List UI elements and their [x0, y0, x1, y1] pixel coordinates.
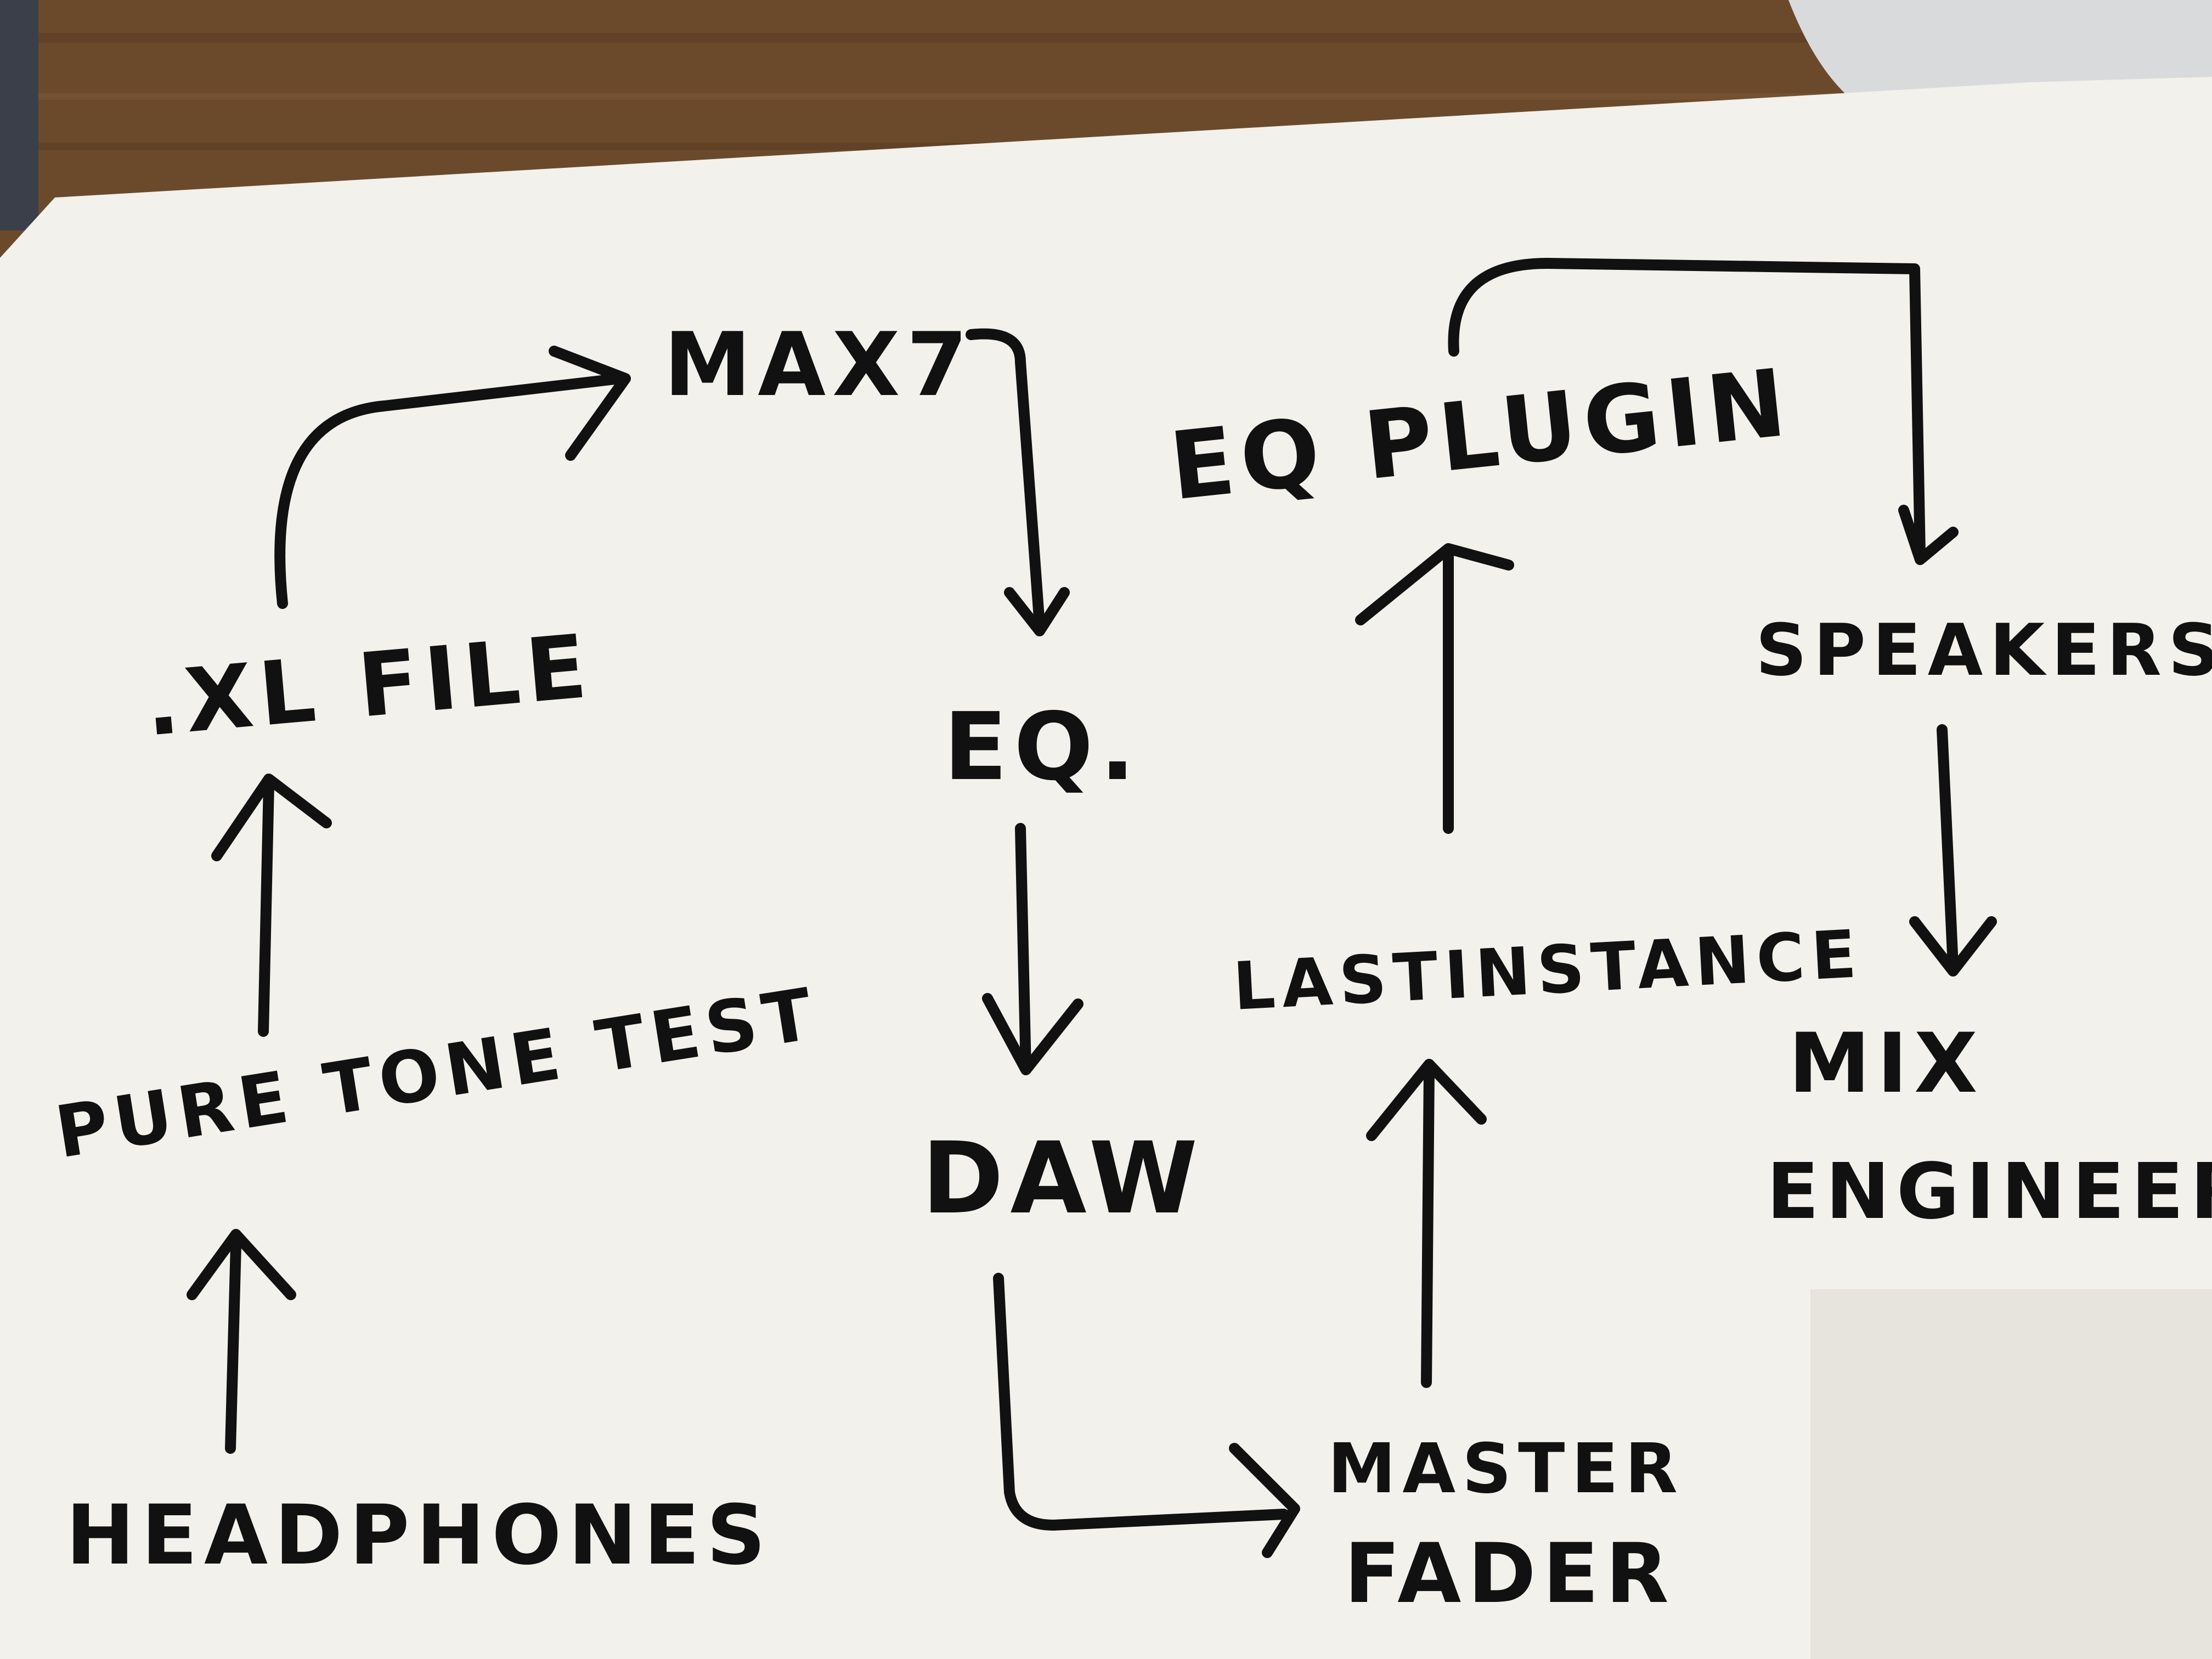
arrow-headphones-to-puretone	[187, 1229, 296, 1454]
table-grain-1	[0, 33, 2212, 43]
arrow-xlfile-to-max7	[274, 346, 631, 609]
node-speakers: SPEAKERS	[1756, 608, 2212, 692]
node-max7: MAX7	[664, 313, 974, 416]
node-daw: DAW	[922, 1121, 1204, 1236]
arrow-puretone-to-xlfile	[211, 774, 332, 1037]
arrow-speakers-to-mixengineer	[1909, 724, 1997, 977]
arrow-eq-to-daw	[982, 823, 1084, 1075]
arrow-max7-to-eq	[966, 328, 1070, 636]
paper-shadow	[1810, 1289, 2212, 1659]
cable-left	[0, 0, 38, 230]
paper-sheet	[0, 77, 2212, 1659]
arrow-daw-to-masterfader	[993, 1273, 1300, 1558]
arrow-lastinstance-to-eqplugin	[1355, 543, 1514, 834]
arrow-eqplugin-to-speakers	[1448, 258, 1959, 565]
node-mix-engineer-line2: ENGINEER	[1767, 1147, 2212, 1237]
arrow-masterfader-to-lastinstance	[1366, 1059, 1487, 1388]
node-headphones: HEADPHONES	[66, 1488, 772, 1583]
node-mix-engineer-line1: MIX	[1788, 1016, 1984, 1111]
node-eq: EQ.	[944, 693, 1142, 802]
table-grain-2	[0, 93, 2212, 100]
node-master-fader-line2: FADER	[1344, 1526, 1675, 1622]
node-master-fader-line1: MASTER	[1328, 1429, 1684, 1509]
